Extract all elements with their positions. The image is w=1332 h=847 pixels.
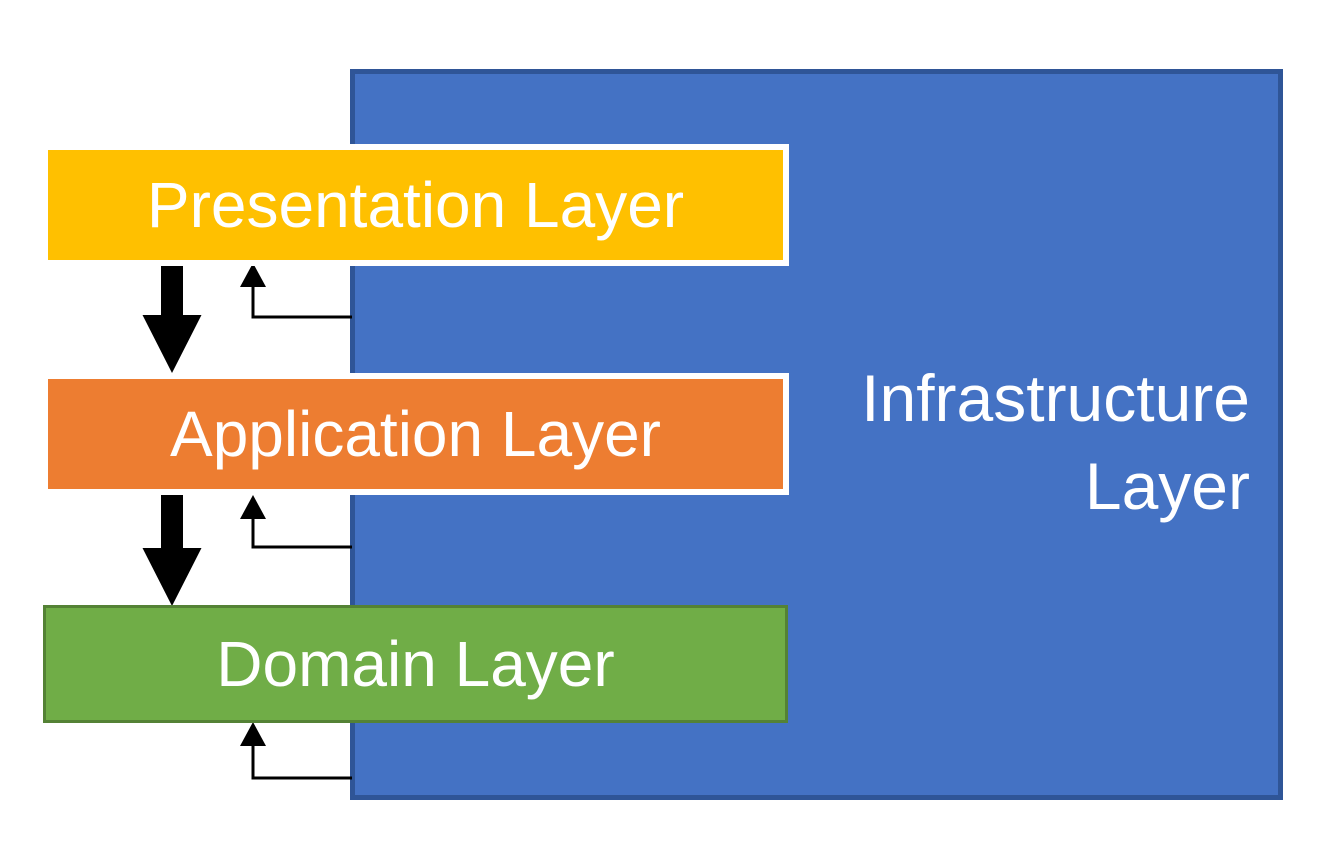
presentation-layer-label: Presentation Layer (146, 169, 685, 241)
up-arrow-line-to-domain (251, 746, 352, 780)
up-arrowhead-to-presentation (240, 263, 266, 287)
infrastructure-label-line-1: Infrastructure (861, 361, 1250, 435)
presentation-layer-box: Presentation Layer (42, 144, 789, 266)
down-arrow-presentation-to-application (142, 262, 202, 373)
up-arrow-line-to-application (251, 516, 352, 549)
application-layer-label: Application Layer (170, 398, 661, 470)
down-arrow-application-to-domain (142, 492, 202, 606)
up-arrowhead-to-domain (240, 722, 266, 746)
domain-layer-box: Domain Layer (43, 605, 788, 723)
up-arrow-line-to-presentation (251, 284, 352, 319)
infrastructure-layer-label: Infrastructure Layer (790, 354, 1250, 530)
domain-layer-label: Domain Layer (216, 628, 615, 700)
application-layer-box: Application Layer (42, 373, 789, 495)
infrastructure-label-line-2: Layer (1084, 449, 1250, 523)
up-arrowhead-to-application (240, 495, 266, 519)
